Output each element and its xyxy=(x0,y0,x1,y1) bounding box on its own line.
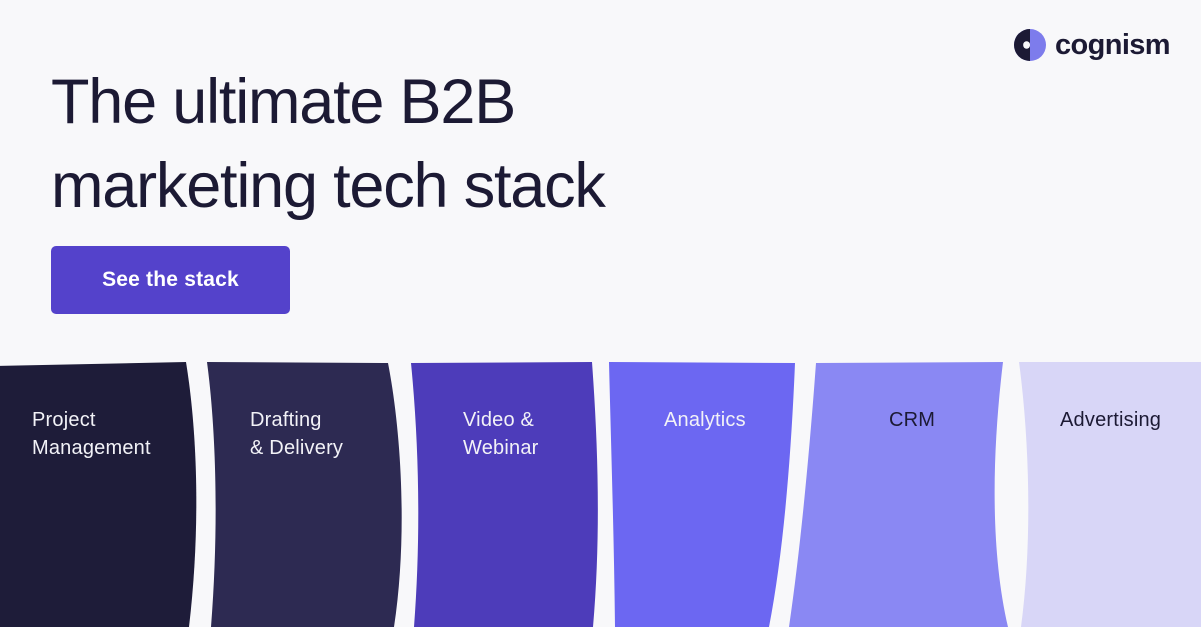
stack-column-label-drafting-delivery: Drafting & Delivery xyxy=(250,409,344,459)
stack-column-label-analytics: Analytics xyxy=(664,409,746,431)
stack-column-label-project-management: Project Management xyxy=(32,409,151,459)
see-the-stack-button[interactable]: See the stack xyxy=(51,246,290,314)
stack-column-shape-video-webinar xyxy=(411,362,598,627)
stack-column-label-advertising: Advertising xyxy=(1060,409,1162,431)
stack-column-label-crm: CRM xyxy=(889,409,936,431)
page-title-line1: The ultimate B2B xyxy=(51,67,516,137)
stack-column-shape-advertising xyxy=(1019,362,1201,627)
page-title: The ultimate B2B marketing tech stack xyxy=(51,60,606,228)
stack-column-shape-project-management xyxy=(0,362,197,627)
cognism-logo-icon xyxy=(1013,29,1046,61)
stack-column-shape-analytics xyxy=(609,362,795,627)
cognism-logo[interactable]: cognism xyxy=(1013,29,1171,61)
stack-column-shape-crm xyxy=(789,362,1008,627)
stack-column-label-video-webinar: Video & Webinar xyxy=(463,409,539,459)
tech-stack-columns: Project Management Drafting & Delivery V… xyxy=(0,360,1201,627)
page-title-line2: marketing tech stack xyxy=(51,151,606,221)
cognism-wordmark: cognism xyxy=(1054,29,1171,61)
stack-column-shape-drafting-delivery xyxy=(207,362,402,627)
